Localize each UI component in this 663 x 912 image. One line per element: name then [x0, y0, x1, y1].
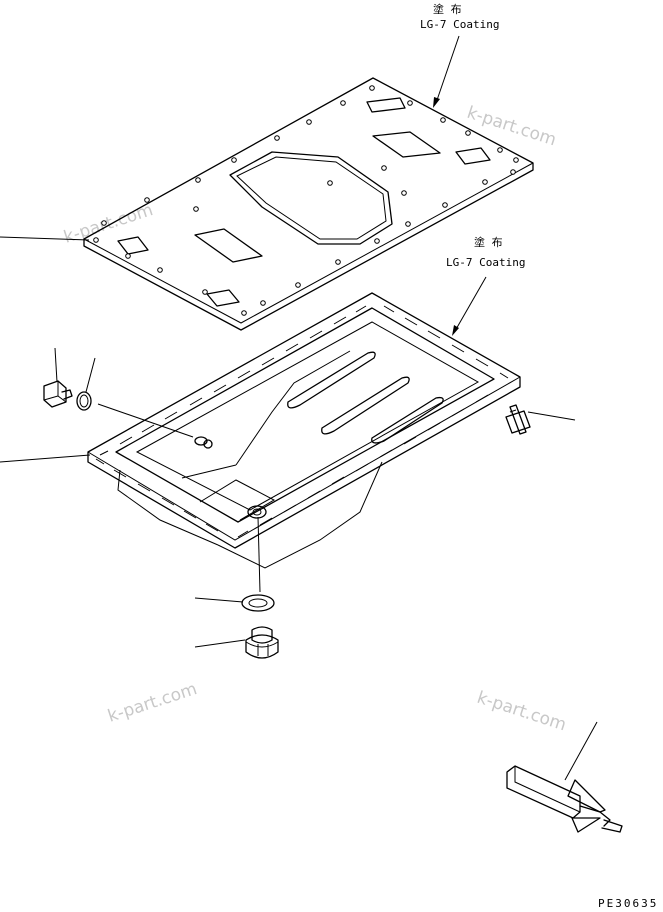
coating-note-jp: 塗 布 [433, 2, 462, 16]
sealant-tube [506, 765, 623, 833]
side-drain-plug [43, 380, 73, 408]
gasket-slot [117, 236, 149, 255]
gasket-slot [372, 131, 441, 158]
leader-line [194, 639, 246, 648]
coating-note-en: LG-7 Coating [446, 256, 525, 269]
oil-pan [87, 292, 521, 569]
coating-leader-arrow [433, 35, 460, 108]
drain-boss [247, 505, 267, 519]
pan-rib [321, 376, 410, 435]
leader-line [194, 597, 244, 603]
leader-line [85, 357, 96, 393]
gasket-slot [194, 228, 263, 263]
coating-note-jp: 塗 布 [474, 235, 503, 249]
gasket-bolt-holes [93, 85, 519, 316]
figure-code: PE30635 [598, 897, 658, 910]
side-port [194, 436, 208, 446]
coating-leader-arrow [452, 276, 487, 336]
side-washer [76, 391, 92, 411]
pan-rib [371, 396, 444, 444]
drain-washer [241, 594, 275, 612]
gasket-plate [83, 77, 534, 331]
coating-note-en: LG-7 Coating [420, 18, 499, 31]
leader-line [0, 236, 90, 241]
leader-line [564, 721, 598, 781]
leader-line [54, 347, 58, 383]
flange-bolt-slots [95, 305, 509, 538]
watermark: k-part.com [474, 688, 568, 736]
gasket-slot [206, 289, 240, 307]
leader-line [97, 403, 194, 438]
drain-plug [245, 626, 279, 659]
leader-line [527, 411, 576, 421]
pan-bolt [505, 404, 531, 435]
leader-line [0, 454, 91, 463]
watermark: k-part.com [105, 679, 199, 727]
gasket-slot [455, 147, 491, 165]
pan-rib [287, 351, 376, 409]
gasket-slot [366, 97, 406, 113]
leader-line [257, 516, 261, 593]
watermark: k-part.com [464, 103, 558, 151]
gasket-opening [229, 151, 393, 245]
